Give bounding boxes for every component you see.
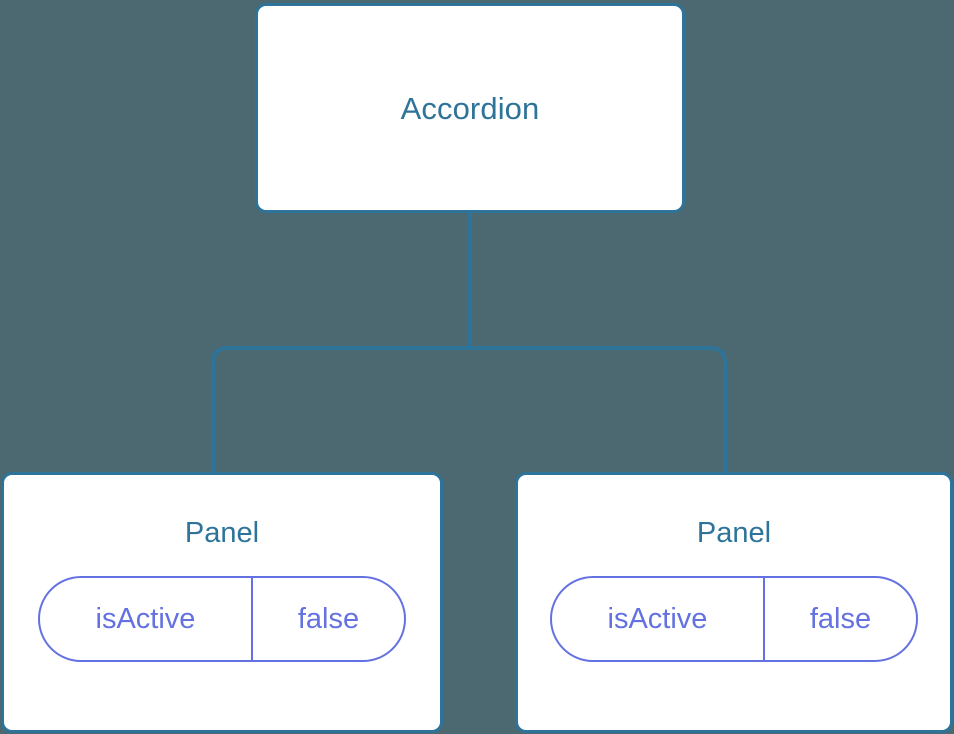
node-panel-left-prop-isactive[interactable]: isActive false xyxy=(38,576,406,662)
node-panel-right[interactable]: Panel isActive false xyxy=(515,472,953,733)
prop-key: isActive xyxy=(552,578,765,660)
node-panel-left-label: Panel xyxy=(184,517,260,549)
node-panel-left-title-wrap: Panel xyxy=(185,519,259,548)
edge-root-to-panel-left xyxy=(211,346,470,474)
node-panel-left-content: Panel isActive false xyxy=(4,475,440,730)
edge-root-to-panel-right xyxy=(470,346,727,474)
node-panel-right-title-wrap: Panel xyxy=(697,519,771,548)
prop-key: isActive xyxy=(40,578,253,660)
node-panel-right-prop-isactive[interactable]: isActive false xyxy=(550,576,918,662)
node-panel-left[interactable]: Panel isActive false xyxy=(1,472,443,733)
node-accordion[interactable]: Accordion xyxy=(255,3,685,213)
node-panel-right-label: Panel xyxy=(696,517,772,549)
node-panel-right-content: Panel isActive false xyxy=(518,475,950,730)
prop-value: false xyxy=(297,602,360,635)
node-accordion-label: Accordion xyxy=(400,90,540,126)
prop-value: false xyxy=(809,602,872,635)
